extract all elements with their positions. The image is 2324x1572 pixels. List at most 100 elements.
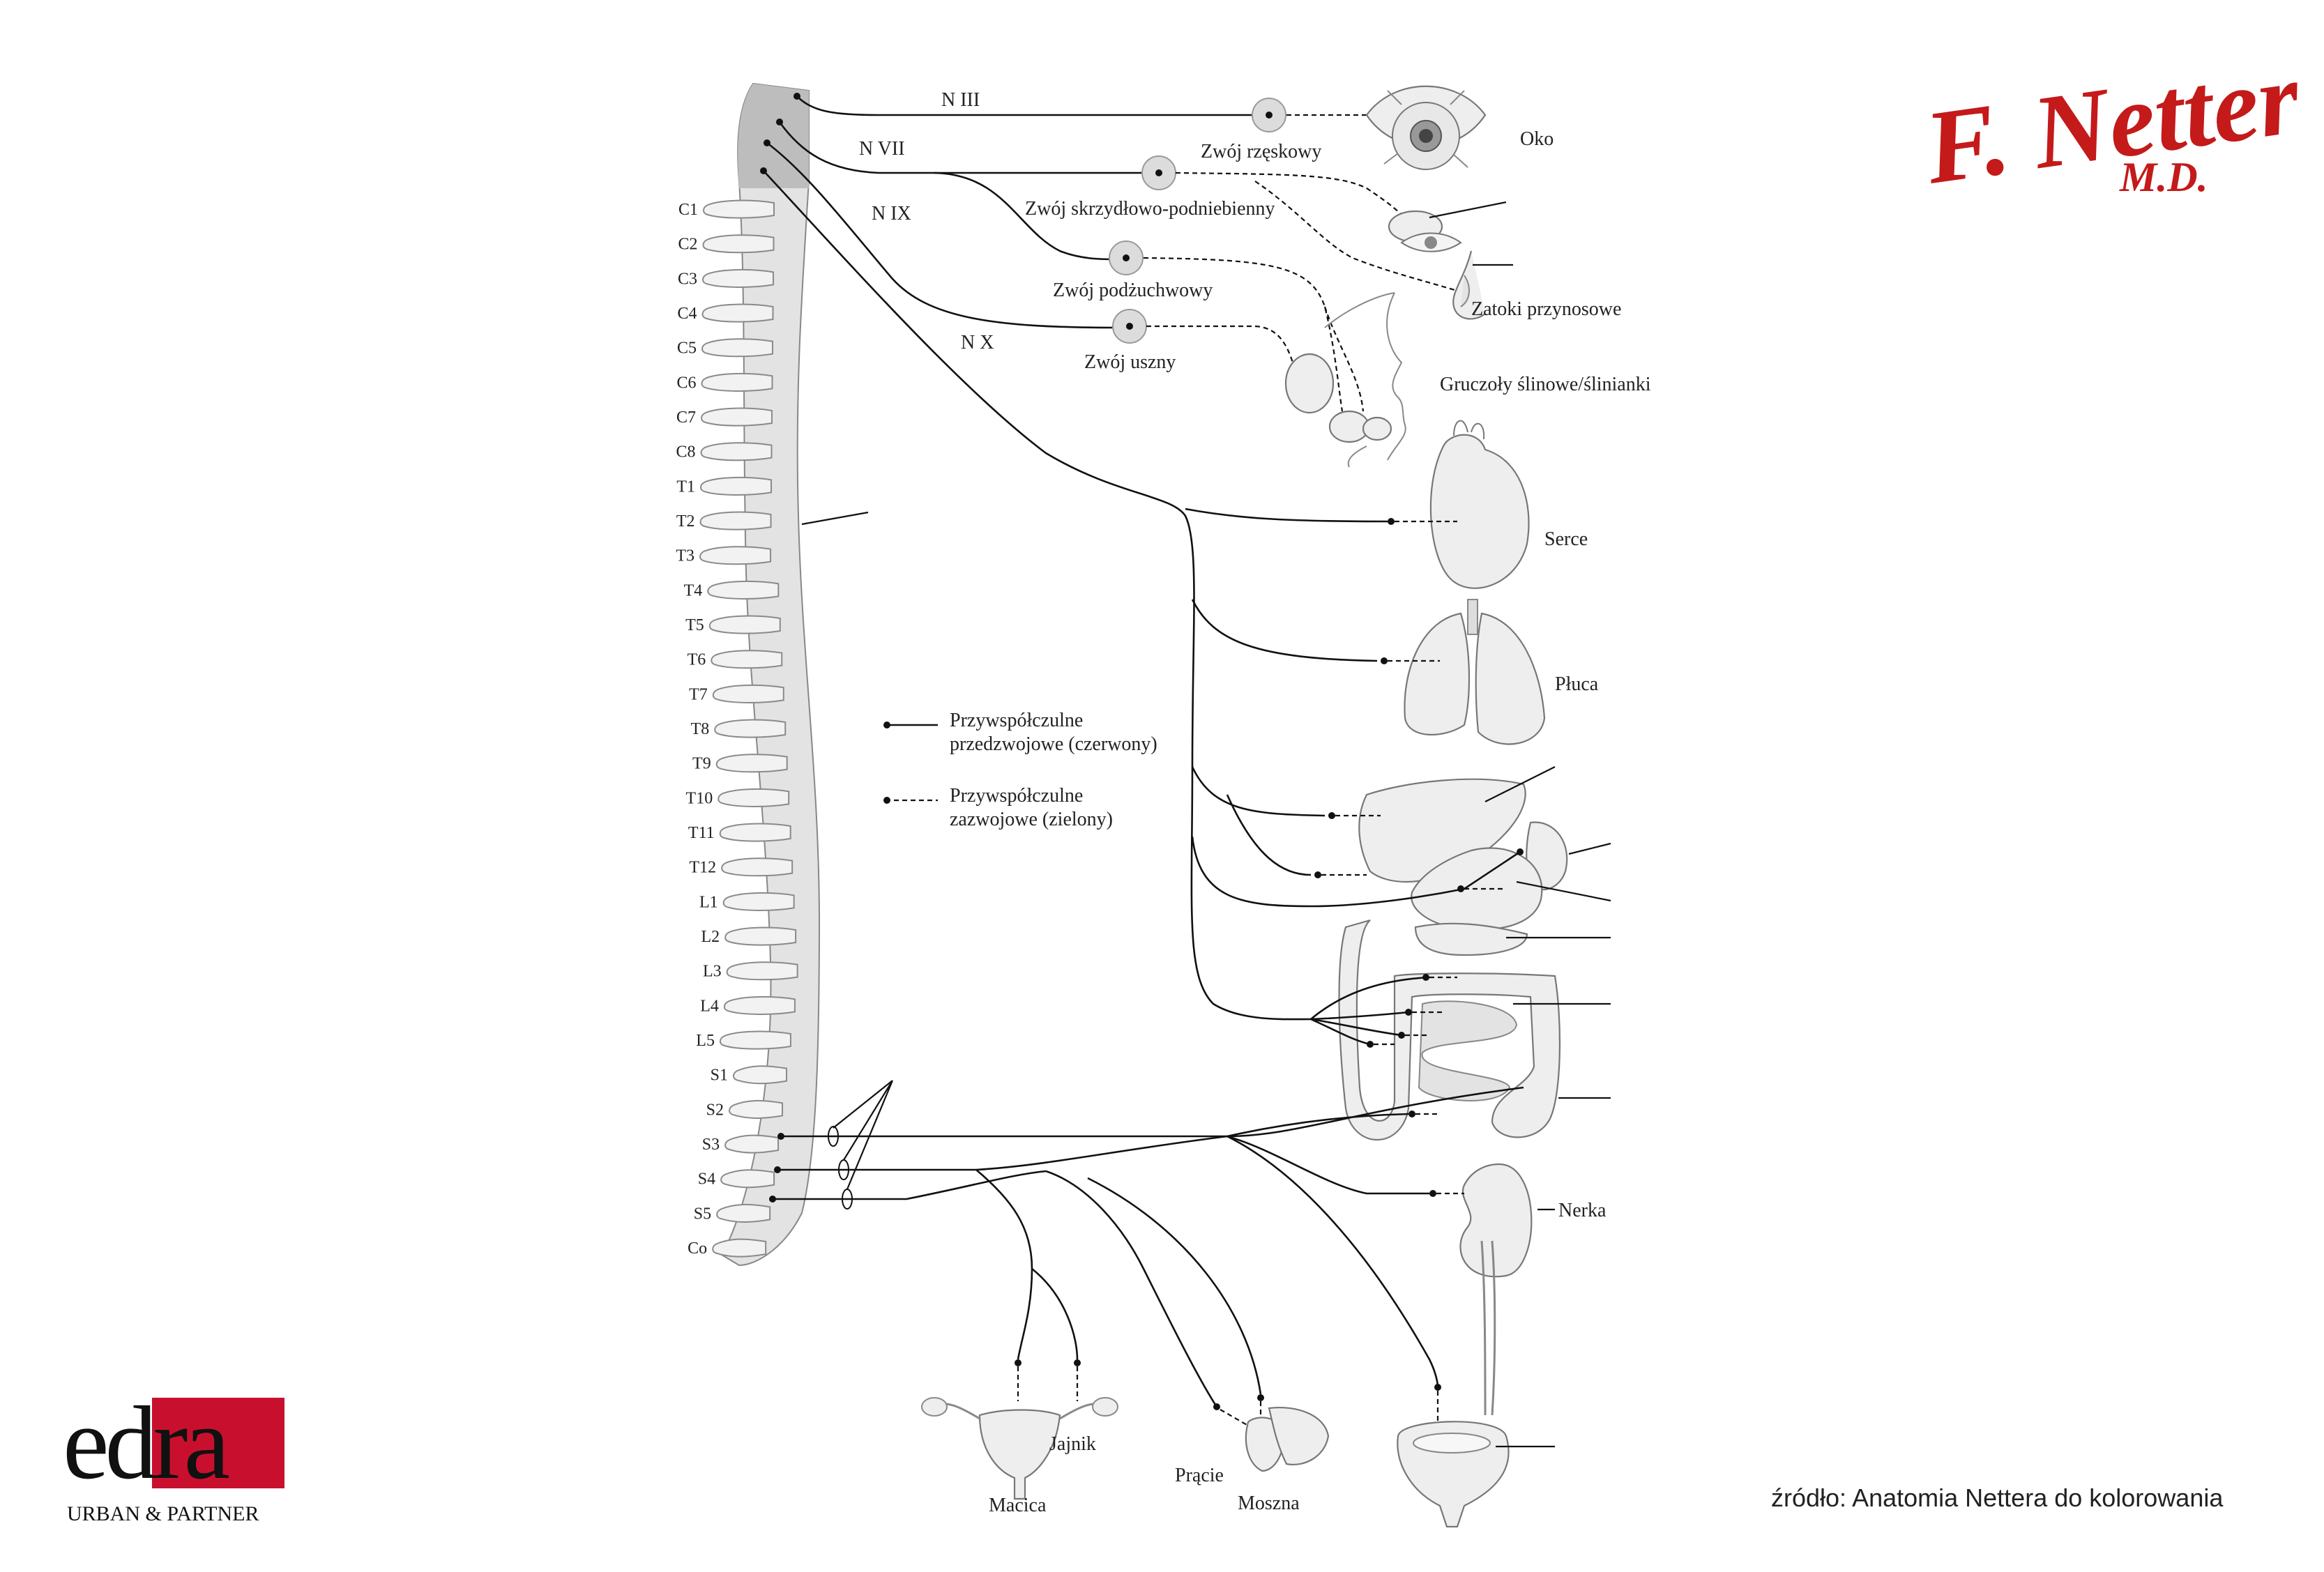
vertebra-s5 — [716, 1203, 771, 1223]
segment-label-c2: C2 — [678, 236, 697, 254]
otic-ganglion-dot — [1126, 323, 1133, 330]
publisher-logo: edra URBAN & PARTNER — [63, 1391, 293, 1537]
colon — [1338, 919, 1561, 1141]
publisher-tagline: URBAN & PARTNER — [67, 1502, 259, 1525]
label-scrotum: Moszna — [1238, 1493, 1300, 1514]
legend-pre-dot — [883, 722, 890, 728]
label-penis: Prącie — [1175, 1465, 1224, 1486]
intestine-ganglion-dot-2 — [1405, 1009, 1412, 1016]
parotid-gland — [1284, 353, 1335, 414]
segment-label-c6: C6 — [677, 374, 697, 392]
signature-suffix: M.D. — [2120, 154, 2208, 200]
vertebra-t3 — [699, 546, 772, 565]
post-sinus — [1254, 181, 1465, 294]
label-pterygopalatine-ganglion: Zwój skrzydłowo-podniebienny — [1025, 198, 1275, 220]
intestine-ganglion-dot-1 — [1422, 974, 1429, 981]
vertebra-s2 — [729, 1099, 784, 1119]
nerve-n9-path — [766, 142, 1116, 329]
nerve-n7-path — [778, 121, 1150, 174]
post-submandibular — [1143, 257, 1344, 412]
segment-label-t11: T11 — [688, 824, 715, 842]
nerve-to-intestines-2 — [1310, 1011, 1409, 1021]
segment-label-l3: L3 — [703, 963, 722, 981]
head-organs: Oko Zatoki przynosowe Gruczoły ślinowe/ś… — [1284, 85, 1651, 468]
label-otic-ganglion: Zwój uszny — [1084, 351, 1176, 373]
signature-text: F. Netter — [1918, 39, 2307, 206]
pterygopalatine-ganglion-dot — [1155, 169, 1162, 176]
nerve-to-intestines-4 — [1310, 1018, 1371, 1046]
s4-origin-dot — [769, 1196, 776, 1203]
vertebra-t10 — [717, 788, 790, 807]
legend: Przywspółczulne przedzwojowe (czerwony) … — [883, 710, 1157, 830]
nerve-to-ovary — [1031, 1267, 1079, 1360]
segment-label-co: Co — [688, 1239, 707, 1258]
scrotum-ganglion-dot — [1257, 1394, 1264, 1401]
ciliary-ganglion-dot — [1266, 112, 1273, 119]
sacral-s4-root — [773, 1170, 1047, 1200]
segment-labels: C1C2C3C4C5C6C7C8T1T2T3T4T5T6T7T8T9T10T11… — [676, 201, 728, 1258]
label-salivary: Gruczoły ślinowe/ślinianki — [1440, 374, 1651, 395]
vertebra-t8 — [714, 719, 787, 738]
n3-origin-dot — [793, 93, 800, 100]
face-illustration — [1284, 292, 1406, 468]
segment-label-c4: C4 — [677, 305, 697, 323]
vertebra-l5 — [719, 1030, 791, 1050]
gallbladder-ganglion-dot — [1314, 871, 1321, 878]
nerve-to-lungs — [1191, 599, 1378, 662]
vertebra-l3 — [726, 961, 798, 981]
segment-label-t7: T7 — [689, 685, 708, 703]
kidney-illustration — [1459, 1163, 1533, 1416]
label-lungs: Płuca — [1555, 673, 1599, 695]
small-intestine — [1418, 1000, 1518, 1101]
heart-illustration — [1429, 420, 1530, 589]
bladder-ganglion-dot — [1434, 1384, 1441, 1391]
spinal-cord — [720, 82, 821, 1267]
vertebra-l1 — [722, 892, 795, 911]
vertebra-co — [712, 1238, 767, 1258]
segment-label-t8: T8 — [691, 720, 710, 738]
vertebra-s1 — [733, 1065, 787, 1085]
nerve-n10-path — [763, 170, 1312, 1021]
segment-label-s3: S3 — [702, 1136, 720, 1154]
segment-label-l1: L1 — [699, 893, 718, 911]
segment-label-s2: S2 — [706, 1101, 724, 1119]
segment-label-c1: C1 — [678, 201, 698, 219]
nerve-to-liver — [1191, 766, 1326, 817]
stomach-leader — [1516, 880, 1611, 902]
nerve-to-stomach — [1191, 836, 1521, 908]
post-penis — [1220, 1409, 1249, 1426]
segment-label-t3: T3 — [676, 547, 694, 565]
legend-post-line1: Przywspółczulne — [950, 785, 1083, 807]
uterus-ganglion-dot — [1015, 1359, 1022, 1366]
sacral-roots-leader — [833, 1080, 894, 1190]
penis-ganglion-dot — [1213, 1403, 1220, 1410]
publisher-logo-box — [152, 1398, 284, 1488]
nerve-to-intestines-1 — [1310, 976, 1430, 1020]
sublingual-gland — [1362, 416, 1392, 441]
intestines-illustration — [1338, 919, 1561, 1141]
label-ovary: Jajnik — [1049, 1433, 1096, 1455]
segment-label-l4: L4 — [700, 997, 719, 1015]
bladder-illustration — [1397, 1421, 1510, 1528]
pelvic-organs: Macica Jajnik Prącie Moszna — [921, 1397, 1330, 1516]
spleen-ganglion-dot — [1517, 848, 1524, 855]
vertebra-c2 — [702, 234, 775, 254]
eye-illustration — [1365, 85, 1487, 170]
vertebra-t7 — [712, 684, 784, 703]
vertebra-t1 — [700, 476, 773, 496]
intestine-ganglion-dot-3 — [1398, 1032, 1405, 1039]
spinal-cord-leader — [801, 511, 869, 526]
s3-origin-dot — [774, 1166, 781, 1173]
lung-ganglion-dot — [1381, 657, 1388, 664]
pancreas — [1414, 922, 1528, 956]
segment-label-t10: T10 — [686, 789, 713, 807]
vertebra-l2 — [724, 926, 797, 946]
label-n7: N VII — [859, 138, 905, 160]
lacrimal-leader — [1429, 201, 1507, 219]
label-n9: N IX — [872, 203, 911, 224]
sacral-outflow — [769, 1080, 1524, 1443]
vertebra-t4 — [707, 580, 780, 600]
label-kidney: Nerka — [1558, 1200, 1607, 1221]
nerve-to-scrotum — [1087, 1177, 1262, 1395]
